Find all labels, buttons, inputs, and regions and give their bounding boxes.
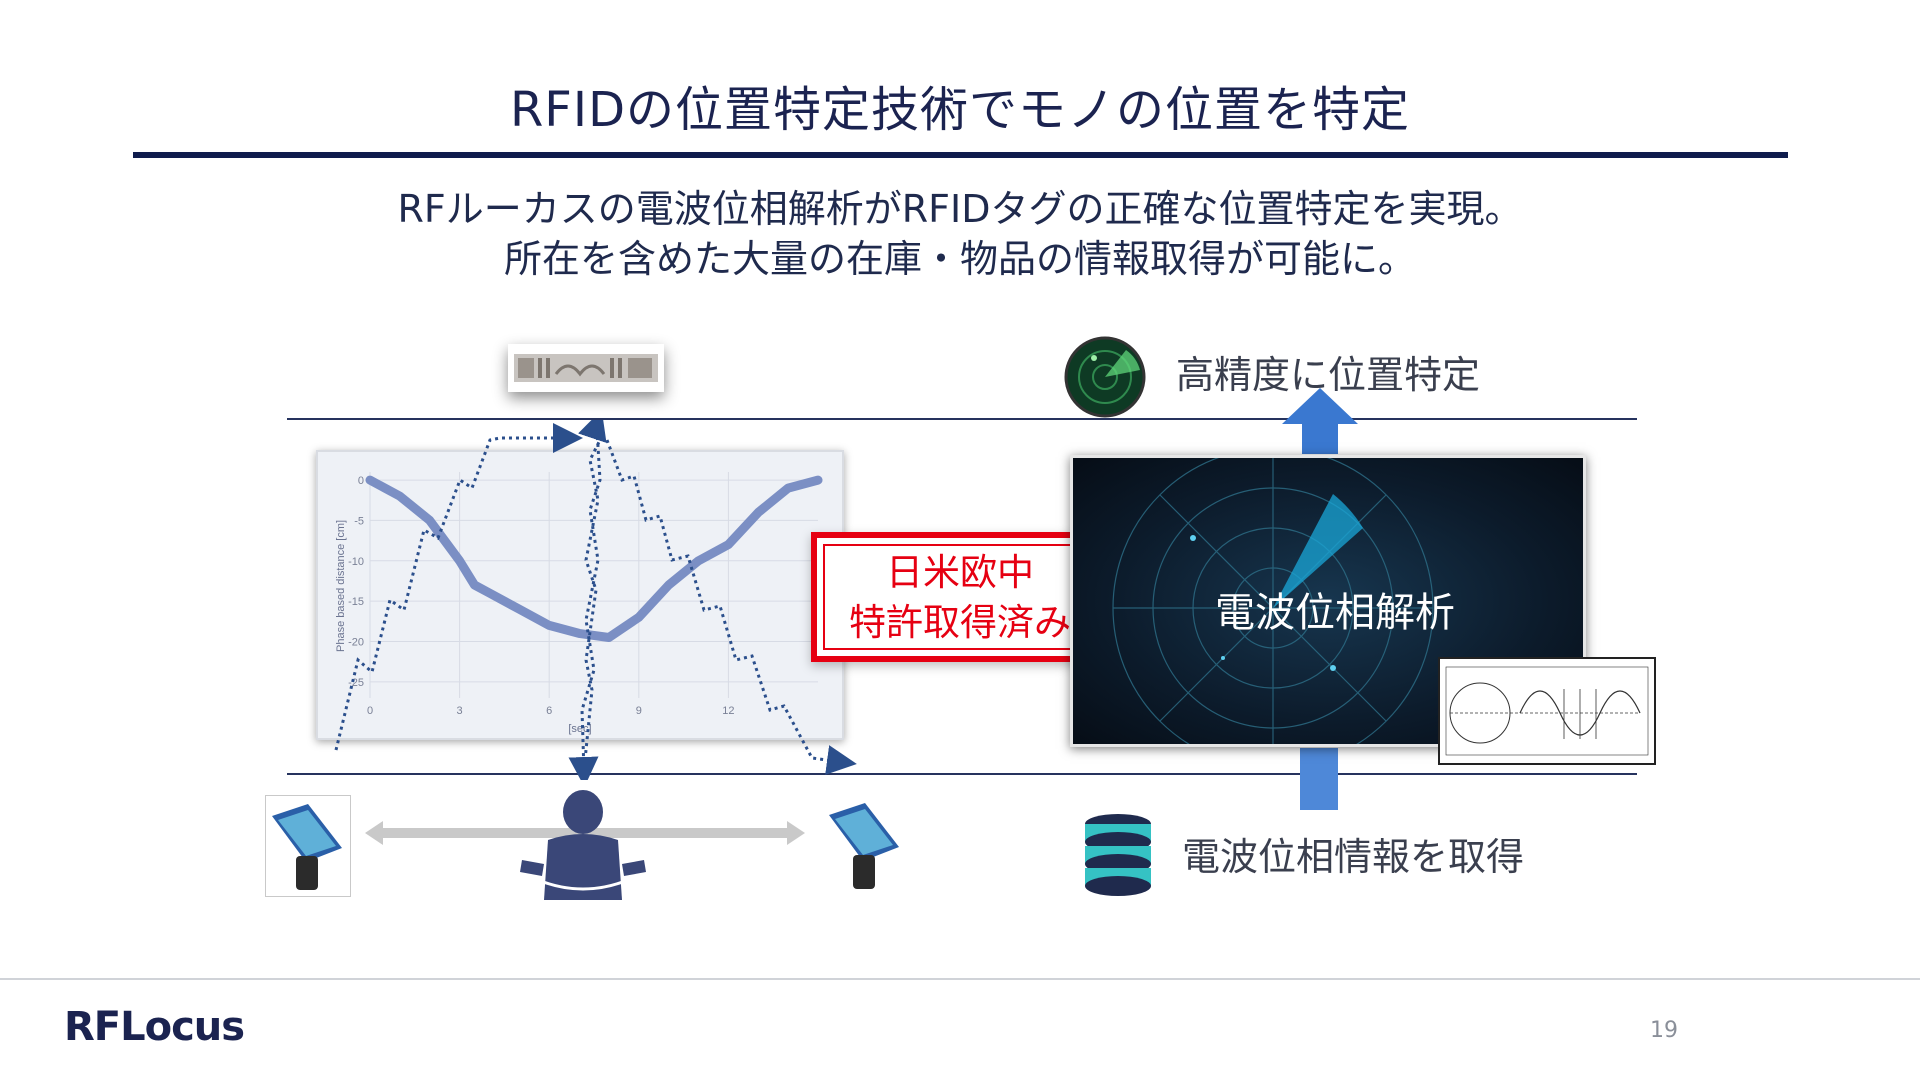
upper-guide-line xyxy=(287,418,1637,420)
chart-x-tick-label: 12 xyxy=(722,705,734,717)
handheld-reader-left xyxy=(265,795,351,897)
database-icon xyxy=(1085,814,1151,896)
chart-y-tick-label: -5 xyxy=(354,515,364,527)
chart-x-tick-label: 6 xyxy=(546,705,552,717)
page-number: 19 xyxy=(1650,1018,1678,1043)
chart-y-tick-label: -20 xyxy=(348,637,364,649)
footer-divider xyxy=(0,978,1920,980)
company-logo: RFLocus xyxy=(64,1004,245,1050)
up-arrow-bottom xyxy=(1300,748,1338,810)
rfid-tag-icon xyxy=(514,354,658,382)
phase-diagram-icon xyxy=(1445,666,1649,756)
handheld-reader-icon xyxy=(272,804,342,890)
chart-y-tick-label: -10 xyxy=(348,556,364,568)
radar-analysis-label: 電波位相解析 xyxy=(1215,590,1455,636)
signal-path-right xyxy=(605,439,857,775)
patent-line-1: 日米欧中 xyxy=(886,551,1034,594)
patent-badge: 日米欧中 特許取得済み xyxy=(811,532,1109,662)
slide-title: RFIDの位置特定技術でモノの位置を特定 xyxy=(509,82,1411,138)
signal-path-left xyxy=(334,423,583,751)
title-underline xyxy=(133,152,1788,158)
chart-x-tick-label: 0 xyxy=(367,705,373,717)
signal-path-center xyxy=(578,420,607,761)
subtitle-line-1: RFルーカスの電波位相解析がRFIDタグの正確な位置特定を実現。 xyxy=(397,187,1523,231)
subtitle-line-2: 所在を含めた大量の在庫・物品の情報取得が可能に。 xyxy=(503,237,1416,281)
chart-y-axis-label: Phase based distance [cm] xyxy=(335,520,347,652)
chart-y-tick-label: -15 xyxy=(348,596,364,608)
person-icon xyxy=(520,790,646,900)
radar-icon xyxy=(1064,336,1146,418)
chart-y-tick-label: 0 xyxy=(358,475,364,487)
up-arrow-top xyxy=(1282,388,1358,454)
chart-series-line xyxy=(365,475,823,642)
rfid-tag-image xyxy=(508,344,664,392)
chart-x-axis-label: [sec] xyxy=(568,723,591,735)
patent-line-2: 特許取得済み xyxy=(849,601,1071,644)
high-precision-label: 高精度に位置特定 xyxy=(1176,353,1481,397)
phase-diagram-image xyxy=(1438,657,1656,765)
lower-guide-line xyxy=(287,773,1637,775)
chart-x-tick-label: 3 xyxy=(457,705,463,717)
handheld-reader-icon xyxy=(829,803,899,889)
handheld-reader-right xyxy=(823,795,909,897)
phase-info-label: 電波位相情報を取得 xyxy=(1182,835,1525,879)
chart-x-tick-label: 9 xyxy=(636,705,642,717)
signal-path-center-down xyxy=(568,429,602,780)
signal-path-overlay xyxy=(334,420,857,780)
